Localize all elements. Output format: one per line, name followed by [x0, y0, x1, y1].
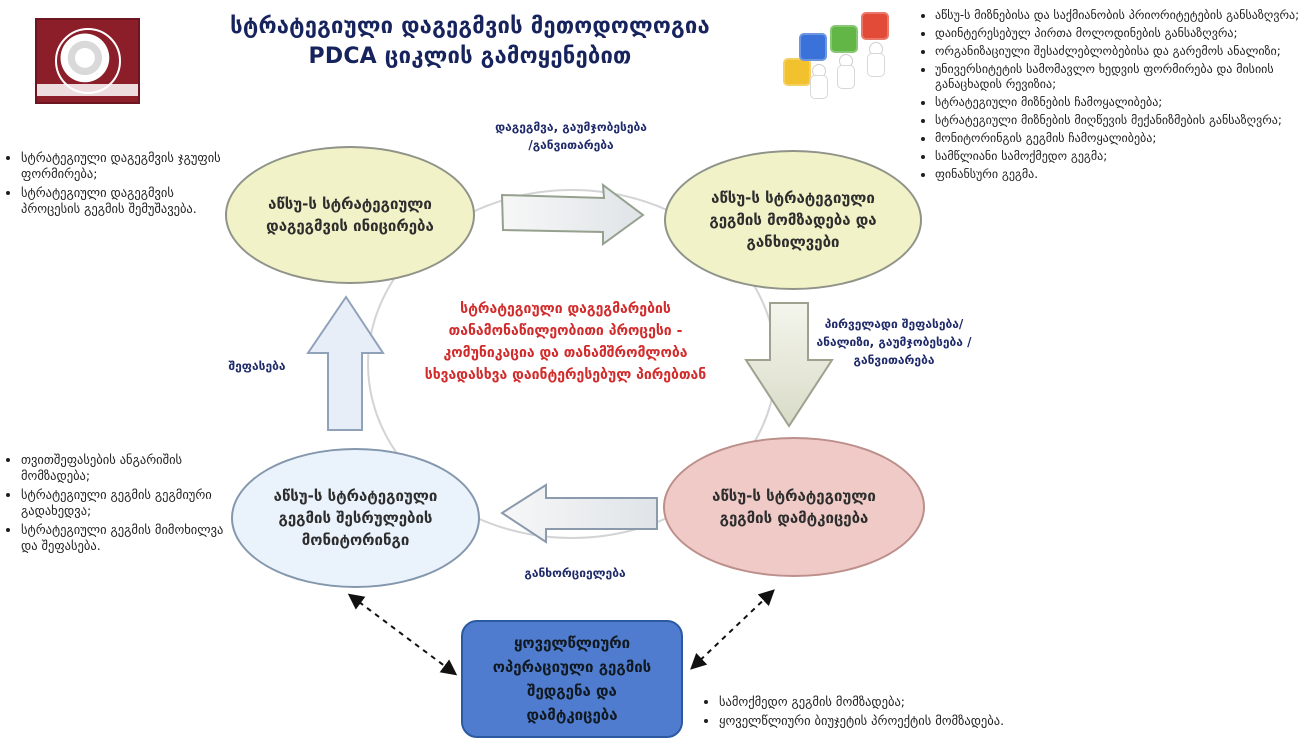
logo-banner — [37, 84, 138, 96]
annual-operational-plan-label: ყოველწლიური ოპერაციული გეგმის შედგენა და… — [492, 634, 652, 724]
arrow-prepare-to-approve — [744, 302, 834, 428]
list-item: ფინანსური გეგმა. — [935, 167, 1314, 182]
puzzle-piece-yellow — [783, 58, 811, 86]
title-line-1: სტრატეგიული დაგეგმვის მეთოდოლოგია — [230, 14, 710, 39]
arrow-label-left: შეფასება — [228, 359, 286, 373]
university-logo — [35, 18, 140, 104]
arrow-label-bottom: განხორციელება — [524, 566, 626, 580]
team-person-2-body — [837, 65, 855, 89]
list-item: სტრატეგიული გეგმის გეგმიური გადახედვა; — [21, 487, 236, 519]
list-item: მონიტორინგის გეგმის ჩამოყალიბება; — [935, 131, 1314, 146]
list-item: სტრატეგიული მიზნების მიღწევის მექანიზმებ… — [935, 113, 1314, 128]
team-person-1-body — [810, 75, 828, 99]
arrow-label-right: პირველადი შეფასება/ანალიზი, გაუმჯობესება… — [816, 317, 972, 367]
node-plan-approval: აწსუ-ს სტრატეგიული გეგმის დამტკიცება — [663, 437, 925, 577]
list-item: თვითშეფასების ანგარიშის მომზადება; — [21, 452, 236, 484]
monitoring-task-list: თვითშეფასების ანგარიშის მომზადება; სტრატ… — [3, 452, 236, 557]
list-item: სამწლიანი სამოქმედო გეგმა; — [935, 149, 1314, 164]
node-plan-approval-label: აწსუ-ს სტრატეგიული გეგმის დამტკიცება — [712, 487, 876, 527]
node-plan-monitoring: აწსუ-ს სტრატეგიული გეგმის შესრულების მონ… — [231, 448, 480, 588]
list-item: ყოველწლიური ბიუჯეტის პროექტის მომზადება. — [719, 713, 1079, 729]
center-note: სტრატეგიული დაგეგმარების თანამონაწილეობი… — [424, 301, 707, 383]
globe-icon — [55, 28, 121, 94]
arrow-approve-to-monitor — [500, 483, 658, 544]
annual-plan-task-list: სამოქმედო გეგმის მომზადება; ყოველწლიური … — [701, 694, 1079, 732]
arrow-label-top: დაგეგმვა, გაუმჯობესება /განვითარება — [495, 120, 647, 152]
preparation-task-list: აწსუ-ს მიზნებისა და საქმიანობის პრიორიტე… — [917, 8, 1314, 185]
list-item: აწსუ-ს მიზნებისა და საქმიანობის პრიორიტე… — [935, 8, 1314, 23]
list-item: დაინტერესებულ პირთა მოლოდინების განსაზღვ… — [935, 26, 1314, 41]
initiation-task-list: სტრატეგიული დაგეგმვის ჯგუფის ფორმირება; … — [3, 150, 227, 220]
title-line-2: PDCA ციკლის გამოყენებით — [308, 44, 632, 69]
list-item: ორგანიზაციული შესაძლებლობებისა და გარემო… — [935, 44, 1314, 59]
node-plan-preparation: აწსუ-ს სტრატეგიული გეგმის მომზადება და გ… — [664, 150, 922, 290]
node-plan-initiation: აწსუ-ს სტრატეგიული დაგეგმვის ინიცირება — [225, 146, 475, 284]
node-plan-initiation-label: აწსუ-ს სტრატეგიული დაგეგმვის ინიცირება — [266, 195, 434, 235]
list-item: სტრატეგიული დაგეგმვის ჯგუფის ფორმირება; — [21, 150, 227, 182]
annual-operational-plan-box: ყოველწლიური ოპერაციული გეგმის შედგენა და… — [461, 620, 683, 738]
team-person-3-body — [867, 53, 885, 77]
puzzle-piece-red — [861, 12, 889, 40]
puzzle-piece-blue — [799, 33, 827, 61]
puzzle-piece-green — [830, 25, 858, 53]
page-title: სტრატეგიული დაგეგმვის მეთოდოლოგია PDCA ც… — [210, 12, 730, 72]
list-item: სტრატეგიული გეგმის მიმოხილვა და შეფასება… — [21, 522, 236, 554]
puzzle-team-illustration — [781, 8, 916, 99]
list-item: უნივერსიტეტის სამომავლო ხედვის ფორმირება… — [935, 62, 1314, 92]
arrow-monitor-to-plan — [306, 295, 385, 431]
list-item: სამოქმედო გეგმის მომზადება; — [719, 694, 1079, 710]
node-plan-monitoring-label: აწსუ-ს სტრატეგიული გეგმის შესრულების მონ… — [273, 487, 438, 549]
node-plan-preparation-label: აწსუ-ს სტრატეგიული გეგმის მომზადება და გ… — [709, 189, 877, 251]
list-item: სტრატეგიული დაგეგმვის პროცესის გეგმის შე… — [21, 185, 227, 217]
arrow-plan-to-prepare — [500, 182, 645, 246]
dashed-link-left — [347, 593, 458, 676]
dashed-link-right — [690, 589, 775, 670]
list-item: სტრატეგიული მიზნების ჩამოყალიბება; — [935, 95, 1314, 110]
